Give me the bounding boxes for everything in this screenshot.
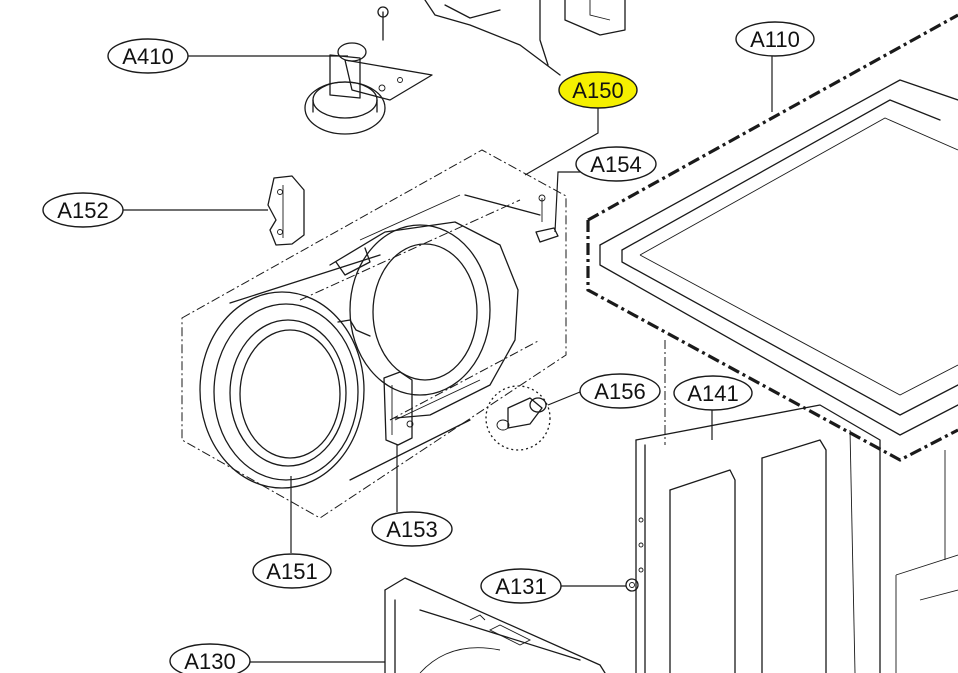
label-a150-text: A150: [572, 78, 623, 103]
label-a130-text: A130: [184, 649, 235, 673]
label-a153-text: A153: [386, 517, 437, 542]
part-a156-drawing: [485, 385, 551, 451]
part-a141-drawing: [635, 340, 958, 673]
part-a153-drawing: [383, 371, 414, 446]
label-a154[interactable]: A154: [575, 146, 657, 182]
label-a153[interactable]: A153: [371, 511, 453, 547]
label-a156[interactable]: A156: [579, 373, 661, 409]
part-a110-drawing: [586, 13, 958, 462]
leader-lines: [123, 55, 773, 663]
label-a152-text: A152: [57, 198, 108, 223]
door-inner-frame-drawing: [299, 194, 541, 421]
label-a110-text: A110: [750, 27, 800, 52]
control-board-drawing: [424, 0, 626, 76]
label-a156-text: A156: [594, 379, 645, 404]
label-a151[interactable]: A151: [252, 553, 332, 589]
part-a152-drawing: [267, 175, 305, 246]
label-a110[interactable]: A110: [735, 21, 815, 57]
label-a130[interactable]: A130: [169, 643, 251, 673]
part-a130-drawing: [384, 577, 606, 673]
part-a154-drawing: [535, 194, 559, 243]
label-a151-text: A151: [266, 559, 317, 584]
label-a410[interactable]: A410: [107, 38, 189, 74]
label-a131-text: A131: [495, 574, 546, 599]
label-a154-text: A154: [590, 152, 641, 177]
label-a150[interactable]: A150: [558, 71, 638, 109]
part-a151-drawing: [199, 254, 471, 489]
label-a141[interactable]: A141: [673, 375, 753, 411]
part-a150-enclosure: [181, 149, 567, 519]
label-a152[interactable]: A152: [42, 192, 124, 228]
label-a141-text: A141: [687, 381, 738, 406]
part-a410-drawing: [304, 6, 433, 135]
label-a410-text: A410: [122, 44, 173, 69]
part-a131-drawing: [625, 578, 639, 592]
label-a131[interactable]: A131: [480, 568, 562, 604]
